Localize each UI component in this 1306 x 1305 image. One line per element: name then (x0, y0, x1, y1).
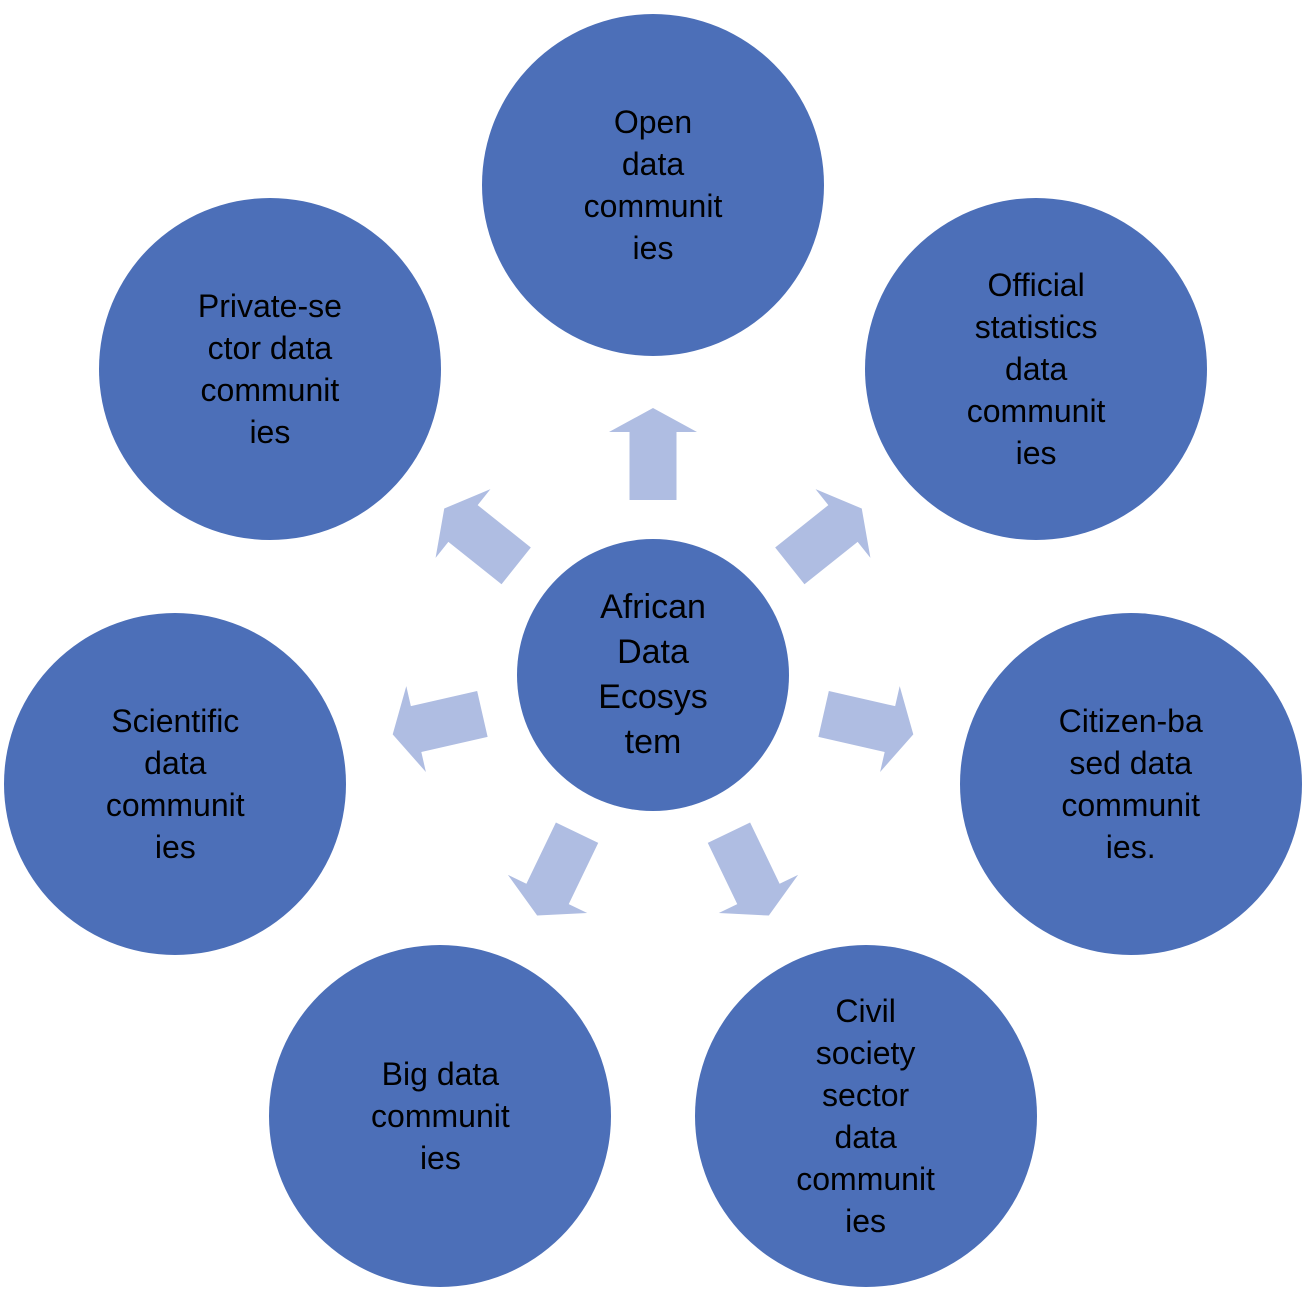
circle-label-line: ies (1015, 435, 1057, 472)
circle-label-line: society (815, 1035, 916, 1072)
circle-label-line: communit (966, 393, 1106, 430)
arrow-scientific-data-communities (392, 686, 488, 772)
circle-label-line: sector (822, 1077, 910, 1114)
circle-label-line: sed data (1069, 745, 1193, 782)
circle-scientific-data-communities: Scientific data communit ies (4, 613, 347, 956)
circle-label-line: Official (987, 267, 1085, 304)
circle-label-line: ies (845, 1203, 887, 1240)
circle-label-line: Scientific (111, 703, 240, 740)
circle-big-data-communities: Big data communit ies (269, 945, 612, 1288)
circle-label-line: communit (200, 372, 340, 409)
circle-label-line: ies. (1105, 829, 1156, 866)
circle-label-line: Ecosys (598, 678, 708, 716)
circle-label-line: communit (105, 787, 245, 824)
circle-label-line: Big data (381, 1056, 500, 1093)
circle-label-line: African (600, 588, 706, 626)
circle-label-line: communit (371, 1098, 510, 1135)
circle-label-line: Citizen-ba (1058, 703, 1203, 740)
circle-label-line: communit (1061, 787, 1201, 824)
arrow-civil-society-sector-data-communities (707, 822, 799, 916)
circle-open-data-communities: Open data communit ies (482, 14, 824, 356)
circle-label-line: Data (617, 633, 689, 671)
circle-label-line: data (621, 146, 685, 182)
arrow-big-data-communities (507, 822, 599, 916)
circle-label-line: data (834, 1119, 897, 1156)
arrow-citizen-based-data-communities (818, 686, 914, 772)
arrow-open-data-communities (609, 408, 697, 500)
circle-label-line: communit (796, 1161, 935, 1198)
circle-civil-society-sector-data-communities: Civil society sector data communit ies (694, 945, 1037, 1288)
circle-citizen-based-data-communities: Citizen-ba sed data communit ies. (959, 613, 1302, 956)
circle-label-line: statistics (974, 309, 1098, 346)
circle-label-line: ies (249, 414, 291, 451)
circle-label-line: ctor data (207, 330, 333, 367)
circle-private-sector-data-communities: Private-se ctor data communit ies (98, 198, 441, 541)
circle-label-line: Private-se (197, 288, 342, 325)
arrow-official-statistics-data-communities (775, 489, 871, 585)
circle-label-line: ies (632, 230, 674, 266)
circle-label-line: communit (583, 188, 723, 224)
circle-label-line: ies (419, 1140, 461, 1177)
circle-label-line: data (1004, 351, 1068, 388)
arrow-private-sector-data-communities (435, 489, 531, 585)
circle-label-line: tem (624, 723, 682, 761)
circle-label-line: Civil (835, 993, 896, 1030)
circle-label-line: ies (154, 829, 196, 866)
circle-label-line: data (144, 745, 207, 782)
circle-official-statistics-data-communities: Official statistics data communit ies (865, 198, 1208, 541)
circle-label-line: Open (613, 104, 693, 140)
